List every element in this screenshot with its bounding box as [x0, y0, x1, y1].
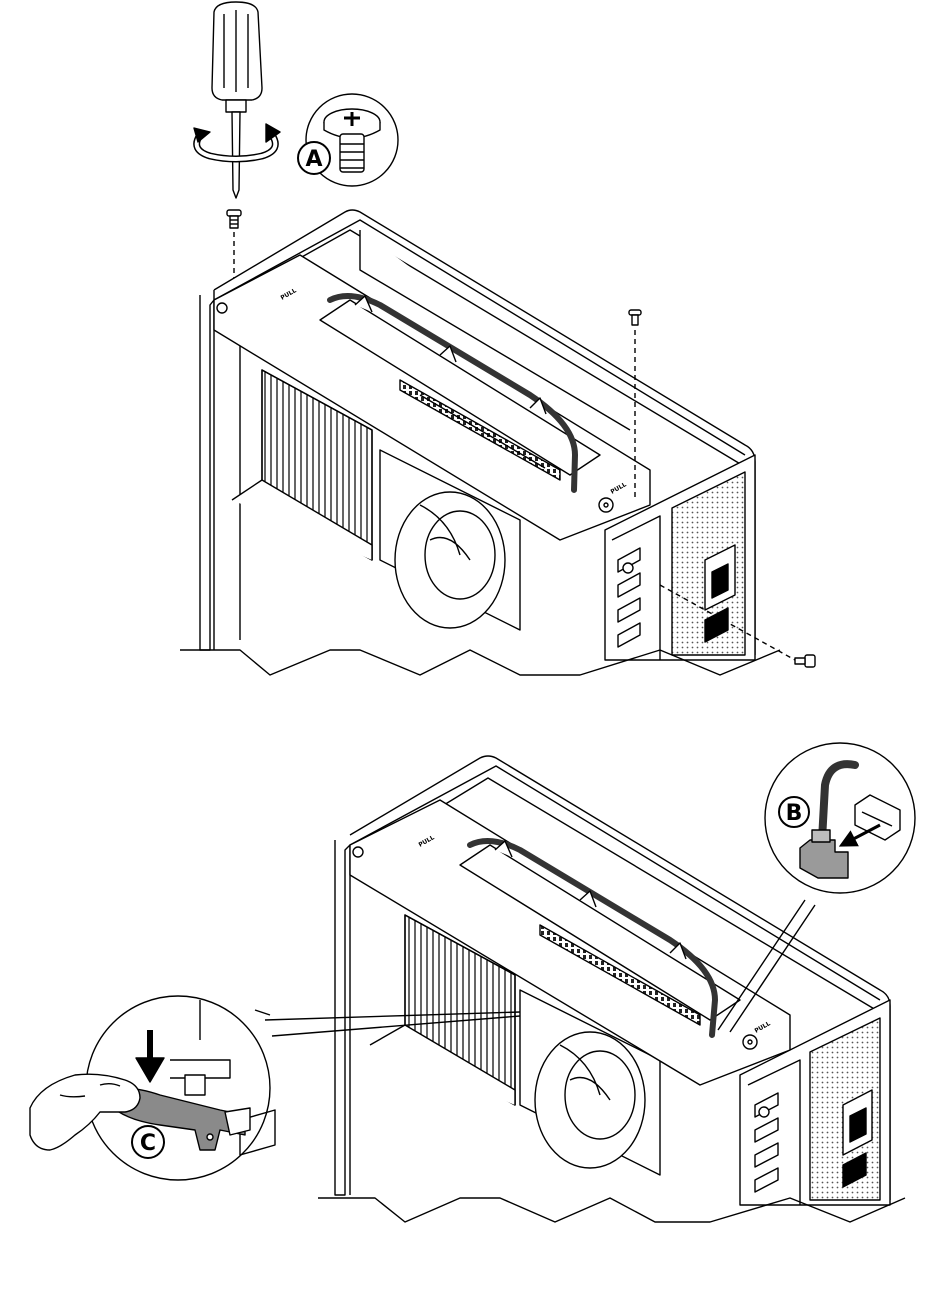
screw-icon — [629, 310, 641, 325]
callout-b-badge: B — [779, 797, 809, 827]
top-illustration: A — [180, 2, 815, 675]
callout-b-label: B — [786, 801, 803, 826]
callout-c-label: C — [140, 1131, 156, 1156]
screwdriver-icon — [212, 2, 262, 198]
callout-a-badge: A — [298, 142, 330, 174]
screw-icon — [795, 655, 815, 667]
callout-a-label: A — [305, 147, 322, 172]
bottom-illustration: PULL PULL B — [30, 743, 915, 1222]
screw-icon — [227, 210, 241, 228]
callout-c-badge: C — [132, 1126, 164, 1158]
